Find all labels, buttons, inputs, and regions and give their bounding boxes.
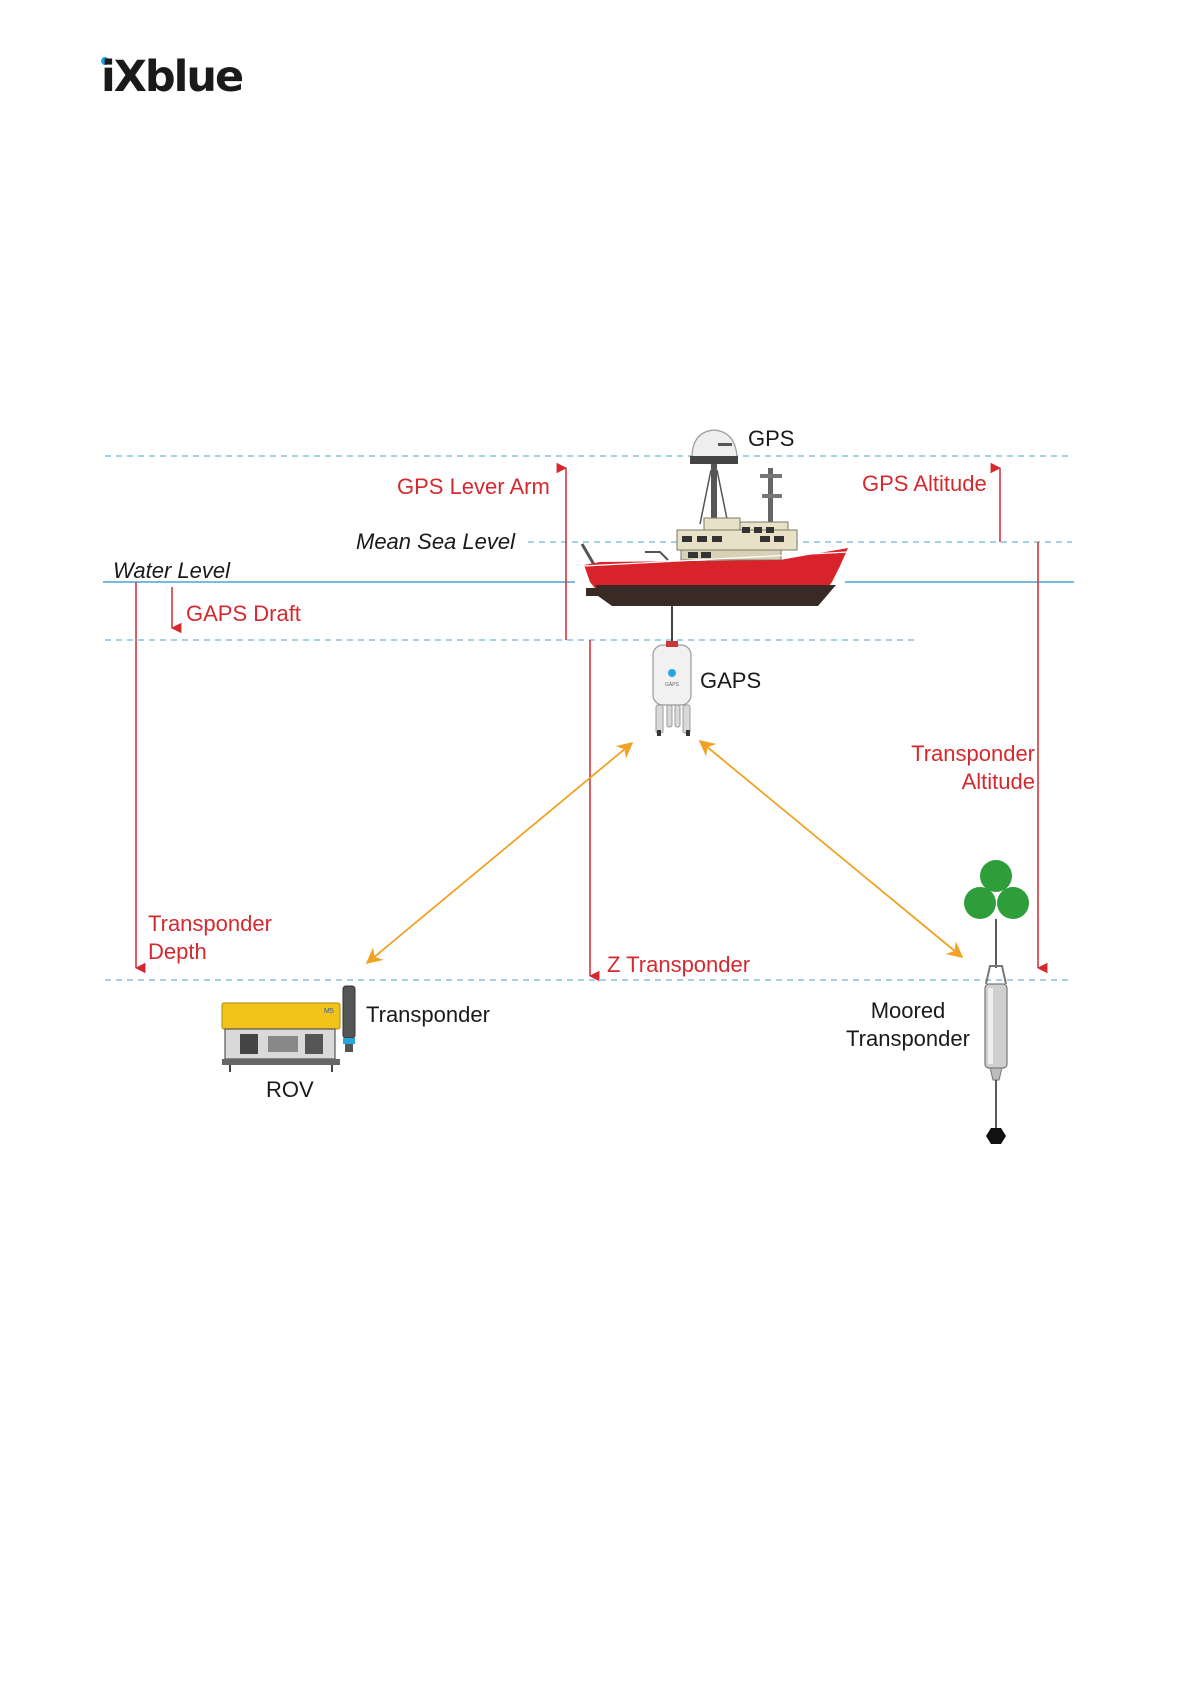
ship-icon — [582, 462, 848, 645]
moored-transponder-label-line2: Transponder — [846, 1026, 970, 1051]
buoy-icon — [980, 860, 1012, 892]
z-transponder-label: Z Transponder — [607, 952, 750, 977]
buoy-icon — [997, 887, 1029, 919]
gaps-draft-label: GAPS Draft — [186, 601, 301, 626]
moored-transponder-label-line1: Moored — [871, 998, 946, 1023]
acoustic-link-rov — [367, 743, 632, 963]
mean-sea-level-label: Mean Sea Level — [356, 529, 516, 554]
transponder-depth-label-line2: Depth — [148, 939, 207, 964]
gaps-device-icon: GAPS — [653, 641, 691, 736]
gps-label: GPS — [748, 426, 794, 451]
rov-badge: M5 — [324, 1008, 334, 1015]
gps-antenna-icon — [690, 430, 738, 464]
acoustic-link-moored — [700, 741, 962, 957]
moored-transponder-icon — [964, 860, 1029, 1144]
anchor-weight-icon — [986, 1128, 1006, 1144]
gps-altitude-label: GPS Altitude — [862, 471, 987, 496]
transponder-depth-label-line1: Transponder — [148, 911, 272, 936]
gaps-label: GAPS — [700, 668, 761, 693]
rov-icon: M5 — [222, 986, 355, 1072]
transponder-altitude-label-line2: Altitude — [962, 769, 1035, 794]
transponder-altitude-label-line1: Transponder — [911, 741, 1035, 766]
gps-lever-arm-label: GPS Lever Arm — [397, 474, 550, 499]
water-level-label: Water Level — [113, 558, 231, 583]
buoy-icon — [964, 887, 996, 919]
gaps-badge: GAPS — [665, 682, 680, 688]
rov-transponder-label: Transponder — [366, 1002, 490, 1027]
rov-label: ROV — [266, 1077, 314, 1102]
